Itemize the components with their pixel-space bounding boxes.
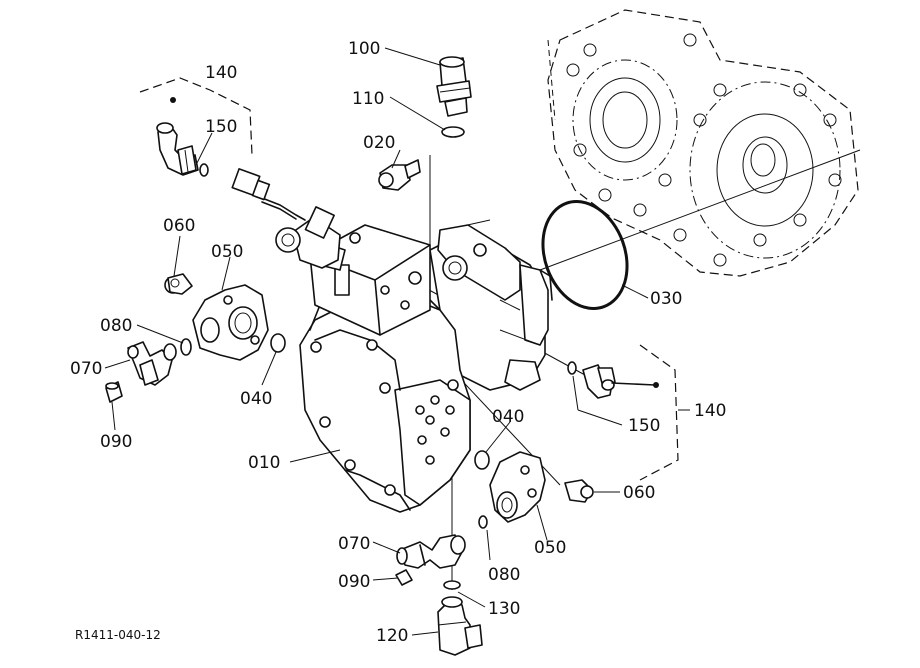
plug-090-left <box>105 381 123 403</box>
fitting-120 <box>437 596 483 656</box>
o-ring-030 <box>541 200 629 310</box>
o-ring-130 <box>443 580 461 590</box>
callout-080-left: 080 <box>100 316 132 336</box>
group-bracket-140-right <box>639 344 679 481</box>
callout-070-left: 070 <box>70 359 102 379</box>
elbow-070-lower <box>396 534 466 569</box>
plug-fitting-100 <box>436 56 472 117</box>
leader-lines <box>104 47 690 636</box>
bolt-060-left <box>164 273 193 295</box>
callout-140-upper: 140 <box>205 63 237 83</box>
callout-050-right: 050 <box>534 538 566 558</box>
pump-motor-body <box>429 224 553 391</box>
valve-body-010 <box>299 299 471 513</box>
group-bracket-140-upper <box>139 77 253 156</box>
flange-050-right <box>489 451 546 523</box>
callout-030: 030 <box>650 289 682 309</box>
bolt-020 <box>378 159 421 191</box>
callout-010: 010 <box>248 453 280 473</box>
callout-150-upper: 150 <box>205 117 237 137</box>
o-ring-110 <box>441 126 465 138</box>
callout-040-left: 040 <box>240 389 272 409</box>
callout-110: 110 <box>352 89 384 109</box>
callout-070-lower: 070 <box>338 534 370 554</box>
callout-080-right: 080 <box>488 565 520 585</box>
callout-060-right: 060 <box>623 483 655 503</box>
elbow-fitting-right <box>567 361 659 399</box>
elbow-fitting-upper-left <box>156 97 209 177</box>
callout-040-right: 040 <box>492 407 524 427</box>
drawing-reference-code: R1411-040-12 <box>75 628 161 642</box>
callout-020: 020 <box>363 133 395 153</box>
callout-100: 100 <box>348 39 380 59</box>
valve-block <box>309 224 431 336</box>
callout-130: 130 <box>488 599 520 619</box>
elbow-070-left <box>127 341 177 386</box>
o-ring-080-right <box>478 515 488 529</box>
o-ring-040-left <box>270 333 286 353</box>
callout-060-left: 060 <box>163 216 195 236</box>
o-ring-040-right <box>474 450 490 470</box>
flange-050-left <box>192 284 269 361</box>
transmission-housing <box>547 9 859 277</box>
callout-140-right: 140 <box>694 401 726 421</box>
callout-090-left: 090 <box>100 432 132 452</box>
solenoid-and-connector <box>231 168 341 269</box>
callout-090-lower: 090 <box>338 572 370 592</box>
callout-120: 120 <box>376 626 408 646</box>
plug-090-lower <box>395 569 413 586</box>
callout-050-left: 050 <box>211 242 243 262</box>
callout-150-right: 150 <box>628 416 660 436</box>
o-ring-080-left <box>180 338 192 356</box>
bolt-060-right <box>564 479 594 503</box>
callout-labels: 100 110 140 150 020 060 050 080 070 090 … <box>70 39 726 646</box>
